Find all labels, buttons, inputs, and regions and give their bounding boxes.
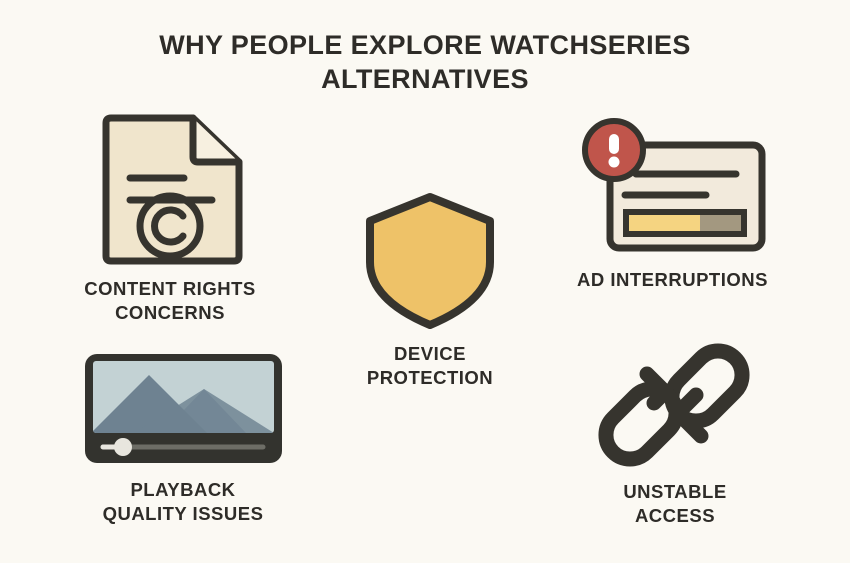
page-title: WHY PEOPLE EXPLORE WATCHSERIES ALTERNATI… [0, 28, 850, 96]
item-unstable-access: UNSTABLE ACCESS [555, 340, 795, 527]
video-player-icon [84, 353, 282, 463]
scrubber-knob[interactable] [113, 437, 132, 456]
broken-chain-icon-wrap [555, 340, 795, 470]
copyright-document-icon-wrap [45, 112, 295, 267]
video-scrubber[interactable] [100, 437, 265, 456]
item-playback-quality-label: PLAYBACK QUALITY ISSUES [102, 479, 264, 524]
ad-banner-alert-icon [581, 118, 765, 252]
broken-chain-icon [598, 343, 750, 467]
shield-icon-wrap [330, 190, 530, 332]
ad-banner-alert-icon-wrap [545, 118, 800, 258]
ad-progress-bar [622, 209, 747, 237]
page-title-line-1: WHY PEOPLE EXPLORE WATCHSERIES [159, 30, 691, 60]
item-device-protection: DEVICE PROTECTION [330, 190, 530, 389]
item-unstable-access-label: UNSTABLE ACCESS [623, 481, 727, 526]
item-content-rights-concerns: CONTENT RIGHTS CONCERNS [45, 112, 295, 324]
item-ad-interruptions: AD INTERRUPTIONS [545, 118, 800, 292]
item-device-protection-label: DEVICE PROTECTION [366, 343, 494, 388]
alert-badge-icon [581, 118, 646, 182]
shield-icon [366, 193, 494, 329]
item-ad-interruptions-label: AD INTERRUPTIONS [577, 269, 768, 290]
copyright-document-icon [102, 114, 243, 264]
mountain-scene [92, 374, 274, 433]
item-playback-quality-issues: PLAYBACK QUALITY ISSUES [58, 348, 308, 525]
video-player-icon-wrap [58, 348, 308, 468]
page-title-line-2: ALTERNATIVES [321, 64, 529, 95]
item-content-rights-label: CONTENT RIGHTS CONCERNS [84, 278, 256, 323]
